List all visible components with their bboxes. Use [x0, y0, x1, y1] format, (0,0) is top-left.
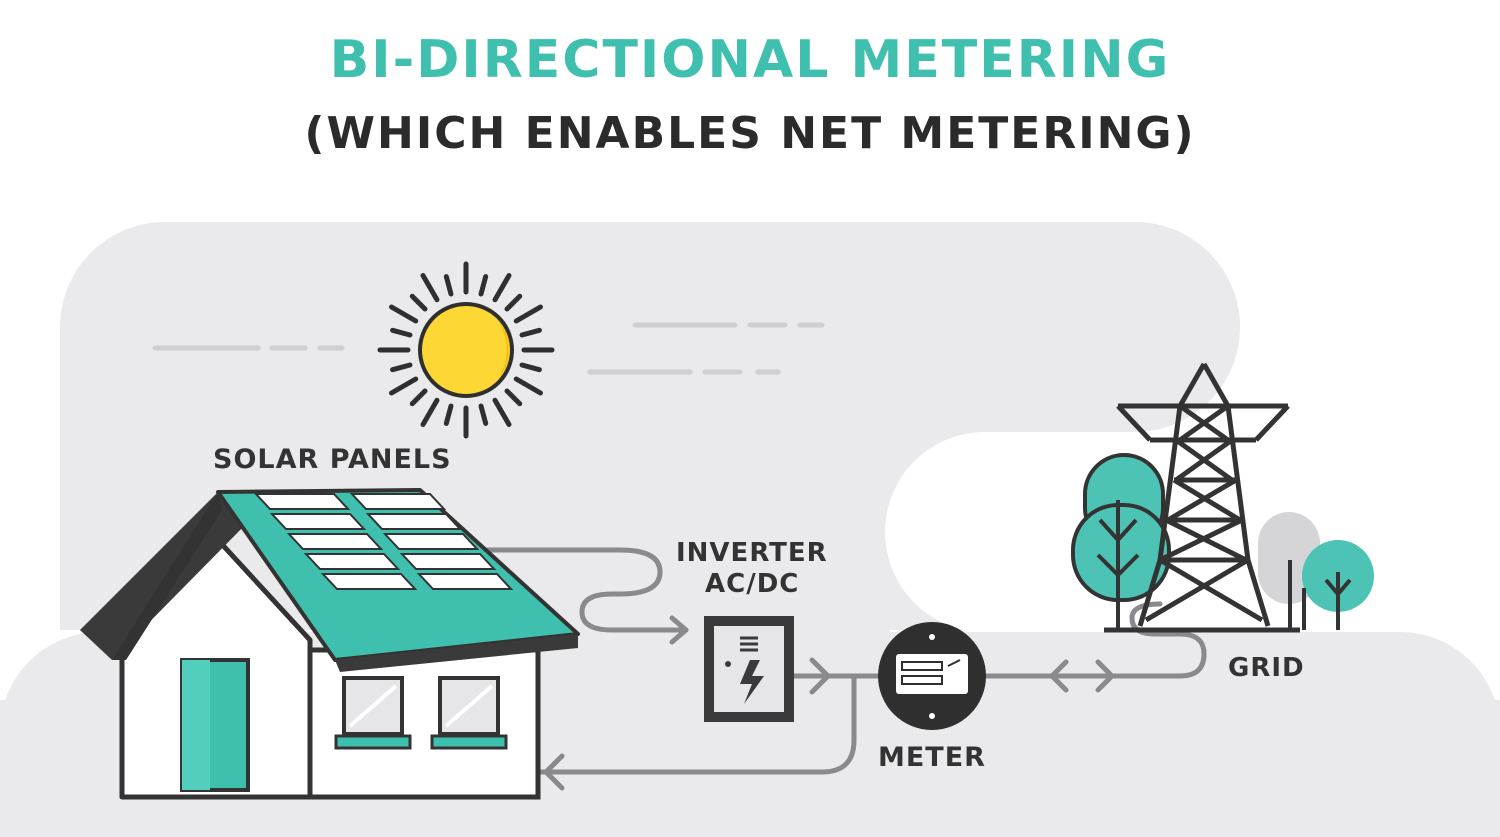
sun-ray — [519, 362, 542, 373]
sun-ray — [390, 362, 413, 373]
sun-ray — [504, 293, 523, 312]
sun-ray — [420, 273, 440, 303]
label-meter: METER — [878, 742, 986, 773]
inverter-icon — [704, 616, 794, 722]
diagram-subtitle: (WHICH ENABLES NET METERING) — [304, 108, 1196, 159]
solar-panels — [253, 493, 514, 590]
sun-ray — [389, 304, 419, 324]
sun-ray — [443, 403, 454, 426]
transmission-tower-icon — [1104, 362, 1300, 633]
sun-icon — [377, 261, 555, 439]
sun-ray — [504, 388, 523, 407]
sun-ray — [409, 293, 428, 312]
sun-ray — [389, 376, 419, 396]
sun-ray — [492, 273, 512, 303]
house-window — [334, 676, 412, 750]
sun-ray — [492, 397, 512, 427]
sun-ray — [478, 274, 489, 297]
sun-ray — [519, 327, 542, 338]
label-grid: GRID — [1228, 653, 1305, 683]
meter-icon — [878, 622, 986, 730]
sun-ray — [420, 397, 440, 427]
sun-ray — [513, 376, 543, 396]
label-solar-panels: SOLAR PANELS — [213, 444, 452, 475]
sun-ray — [513, 304, 543, 324]
tree-icon — [1302, 540, 1374, 630]
power-wires — [467, 547, 1207, 791]
sun-ray — [443, 274, 454, 297]
label-inverter-type: AC/DC — [705, 569, 799, 599]
label-inverter: INVERTER — [676, 538, 828, 568]
cloud-lines — [152, 322, 825, 375]
sun-ray — [478, 403, 489, 426]
sun-ray — [390, 327, 413, 338]
diagram-title: BI-DIRECTIONAL METERING — [329, 30, 1171, 90]
sun-ray — [409, 388, 428, 407]
tree-icon — [1071, 453, 1171, 630]
house-window — [430, 676, 508, 750]
